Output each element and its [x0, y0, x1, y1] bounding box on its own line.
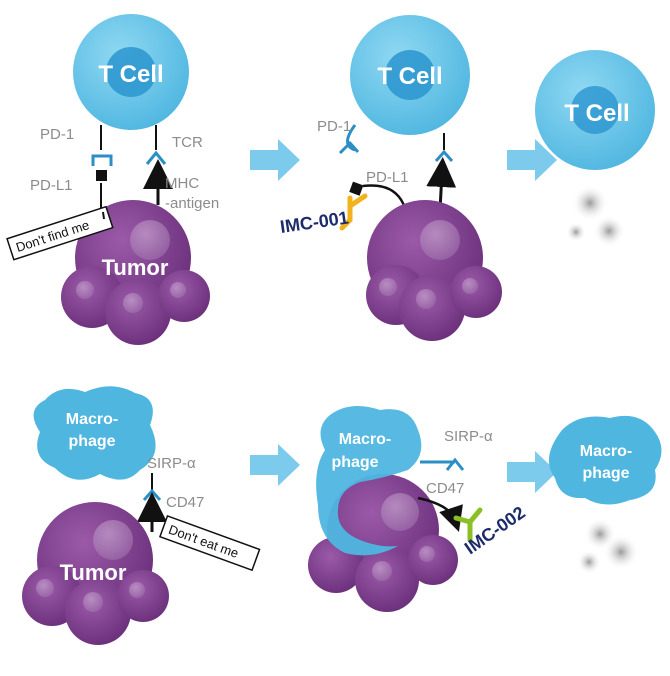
panel2-pd1-label: PD-1: [317, 118, 351, 135]
panel2-drug-label: IMC-001: [279, 208, 350, 237]
panel6-mac-label-1: Macro-: [580, 443, 632, 460]
panel4-sirpa-receptor: [142, 488, 162, 501]
panel2-pdl1-label: PD-L1: [366, 169, 409, 186]
panel1-tumor-label: Tumor: [102, 255, 169, 280]
panel2-tcell-label: T Cell: [377, 63, 442, 90]
panel4-tumor-label: Tumor: [60, 560, 127, 585]
panel5-mac-label-2: phage: [331, 454, 378, 471]
panel1-pdl1-ligand: [96, 170, 107, 181]
panel4-dont-eat-me-tag: Don't eat me: [158, 515, 261, 572]
panel2-tcr-receptor: [434, 149, 454, 162]
panel6-dying-tumor: [577, 518, 639, 574]
flow-arrow-top-2: [507, 139, 557, 181]
flow-arrow-bottom-2: [507, 451, 557, 493]
panel4-macrophage: Macro- phage: [33, 386, 156, 480]
panel1-mhc-label-1: MHC: [165, 175, 199, 192]
panel6-macrophage: Macro- phage: [548, 415, 662, 505]
panel4-sirpa-label: SIRP-α: [147, 455, 196, 472]
panel1-tcr-receptor: [145, 150, 167, 165]
panel1-tcr-label: TCR: [172, 134, 203, 151]
panel3-tcell-label: T Cell: [564, 100, 629, 127]
panel5-mac-label-1: Macro-: [339, 431, 391, 448]
panel2-tumor: [366, 200, 502, 341]
panel1-tcell-label: T Cell: [98, 61, 163, 88]
panel6-mac-label-2: phage: [582, 465, 629, 482]
flow-arrow-bottom-1: [250, 444, 300, 486]
panel1-pd1-receptor: [91, 154, 113, 166]
panel2-imc001-antibody: [339, 193, 368, 231]
panel5-macrophage: Macro- phage: [316, 406, 422, 556]
panel1-pd1-label: PD-1: [40, 126, 74, 143]
panel1-tcell: T Cell: [73, 14, 189, 130]
panel5-sirpa-receptor: [445, 457, 465, 471]
panel1-pdl1-label: PD-L1: [30, 177, 73, 194]
panel3-dying-tumor: [566, 185, 625, 247]
panel4-mac-label-2: phage: [68, 433, 115, 450]
panel1-mhc-label-2: -antigen: [165, 195, 219, 212]
panel5-sirpa-label: SIRP-α: [444, 428, 493, 445]
panel4-tumor: Tumor: [22, 502, 169, 645]
panel4-mac-label-1: Macro-: [66, 411, 118, 428]
panel5-cd47-label: CD47: [426, 480, 464, 497]
panel2-pdl1-ligand: [349, 181, 364, 196]
flow-arrow-top-1: [250, 139, 300, 181]
panel2-tcell: T Cell: [350, 15, 470, 135]
panel2-pd1-receptor: [338, 124, 360, 155]
panel5-imc002-antibody: [453, 507, 483, 543]
panel3-tcell: T Cell: [535, 50, 655, 170]
panel4-cd47-label: CD47: [166, 494, 204, 511]
